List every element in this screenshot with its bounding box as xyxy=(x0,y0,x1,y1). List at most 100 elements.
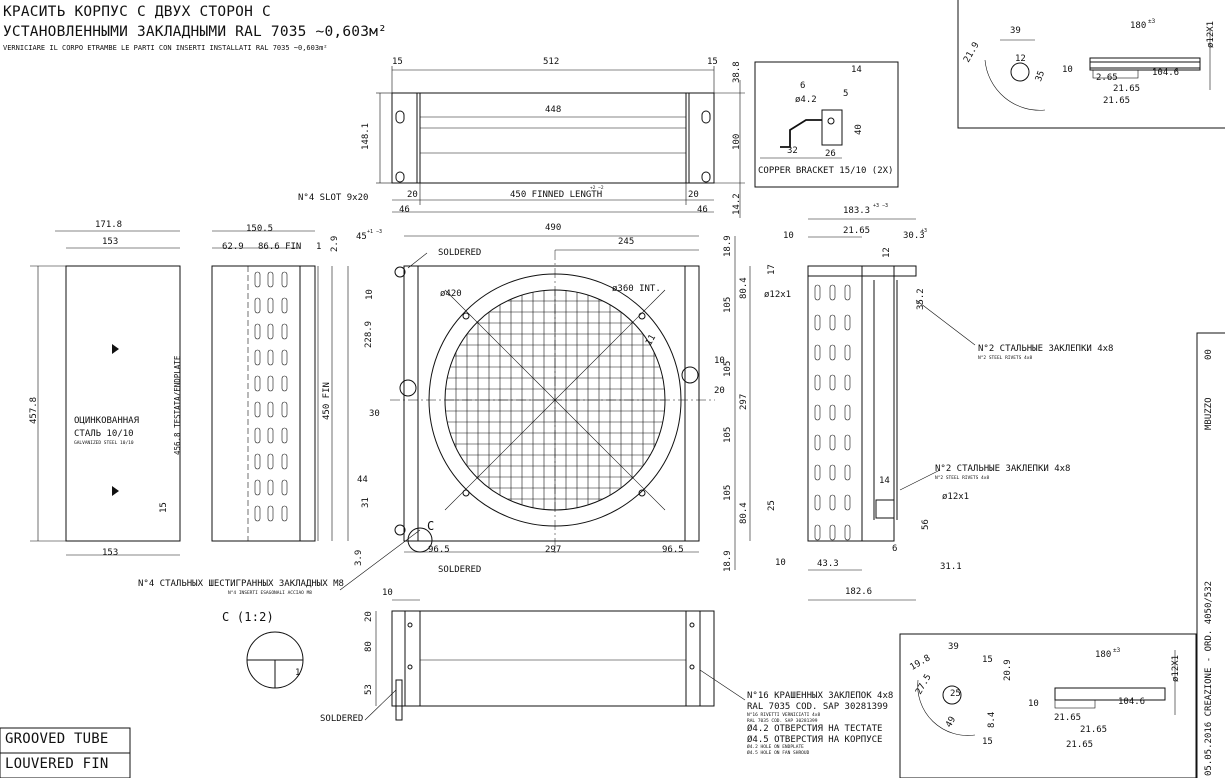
bv-rivets-it1: N°16 RIVETTI VERNICIATI 4x8 xyxy=(747,713,821,718)
louver-slot xyxy=(281,375,288,392)
louver-slot xyxy=(844,344,851,361)
bv-rivets-ru: N°16 КРАШЕННЫХ ЗАКЛЕПОК 4x8 xyxy=(747,691,894,701)
br-d15a: 15 xyxy=(982,655,993,665)
louver-slot xyxy=(814,434,821,451)
louver-slot xyxy=(254,297,261,314)
side-fin-view xyxy=(211,230,333,542)
br-d12x1: ø12X1 xyxy=(1171,654,1181,682)
sv-d150-5: 150.5 xyxy=(246,224,274,234)
legend-grooved-tube: GROOVED TUBE xyxy=(5,731,109,747)
rv-d12x1-bot: ø12x1 xyxy=(942,492,970,502)
br-d104-6: 104.6 xyxy=(1118,697,1146,707)
br-d180: 180 xyxy=(1095,650,1112,660)
bv-rivets-it2: RAL 7035 COD. SAP 30281399 xyxy=(747,719,818,724)
fv-d20r: 20 xyxy=(714,386,725,396)
rv-d30-3: 30.3 xyxy=(903,231,925,241)
tr-d1046: 104.6 xyxy=(1152,68,1180,78)
louver-slot xyxy=(844,374,851,391)
louver-slot xyxy=(254,323,261,340)
rv-rivets-top-ru: N°2 СТАЛЬНЫЕ ЗАКЛЕПКИ 4x8 xyxy=(978,344,1114,354)
rv-d25: 25 xyxy=(767,500,777,511)
louver-slot xyxy=(281,505,288,522)
bracket-d5: 5 xyxy=(843,89,849,99)
louver-slot xyxy=(267,453,274,470)
finned-length: 450 FINNED LENGTH xyxy=(510,190,603,200)
legend-box xyxy=(0,727,131,778)
rv-d183-tol: +3 −3 xyxy=(873,203,889,209)
louver-slot xyxy=(281,323,288,340)
sv-d456-8: 456.8 TESTATA/ENDPLATE xyxy=(173,355,182,455)
legend-louvered-fin: LOUVERED FIN xyxy=(5,756,109,772)
fv-d45-tol: +1 −3 xyxy=(367,229,383,235)
louver-slot xyxy=(844,494,851,511)
dim-15-right: 15 xyxy=(707,57,718,67)
louver-slot xyxy=(814,404,821,421)
fv-d105-c: 105 xyxy=(723,426,733,443)
top-view xyxy=(376,66,745,218)
lv-d457-8: 457.8 xyxy=(29,396,39,424)
br-d25: 25 xyxy=(950,689,961,699)
lv-d15: 15 xyxy=(159,502,169,513)
louver-slot xyxy=(829,314,836,331)
fv-d80-4-bot: 80.4 xyxy=(739,502,749,524)
louver-slot xyxy=(829,524,836,541)
louver-slot xyxy=(281,401,288,418)
fv-d18-9-bot: 18.9 xyxy=(723,550,733,572)
front-view xyxy=(317,235,751,591)
louver-slot xyxy=(829,494,836,511)
br-d21-65a: 21.65 xyxy=(1054,713,1082,723)
tr-d2165a: 21.65 xyxy=(1113,84,1141,94)
rv-rivets-bot-ru: N°2 СТАЛЬНЫЕ ЗАКЛЕПКИ 4x8 xyxy=(935,464,1071,474)
rv-d6: 6 xyxy=(892,544,898,554)
title-ru-line1: КРАСИТЬ КОРПУС С ДВУХ СТОРОН С xyxy=(3,4,271,20)
louver-slot xyxy=(254,401,261,418)
louver-slot xyxy=(267,323,274,340)
tr-d180: 180 xyxy=(1130,21,1147,31)
dim-148-1: 148.1 xyxy=(361,122,371,150)
tr-d10: 10 xyxy=(1062,65,1073,75)
louver-slot xyxy=(267,349,274,366)
rv-d10b: 10 xyxy=(775,558,786,568)
bv-d80: 80 xyxy=(364,641,374,652)
fv-d96-5a: 96.5 xyxy=(428,545,450,555)
sv-d86-6: 86.6 FIN xyxy=(258,242,302,252)
louver-slot xyxy=(829,434,836,451)
bv-d20: 20 xyxy=(364,611,374,622)
louver-slot xyxy=(281,349,288,366)
fv-soldered-bot: SOLDERED xyxy=(438,565,482,575)
louver-slot xyxy=(254,453,261,470)
fv-d490: 490 xyxy=(545,223,562,233)
sv-d62-9: 62.9 xyxy=(222,242,244,252)
fv-d228-9: 228.9 xyxy=(364,320,374,348)
bottom-view xyxy=(364,599,746,721)
title-block-rev: 00 xyxy=(1204,349,1214,360)
fv-inserts-ru: N°4 СТАЛЬНЫХ ШЕСТИГРАННЫХ ЗАКЛАДНЫХ М8 xyxy=(138,579,344,589)
bracket-d40: 40 xyxy=(854,124,864,135)
br-d8-4: 8.4 xyxy=(987,711,997,728)
rv-d56: 56 xyxy=(921,519,931,530)
louver-slot xyxy=(254,427,261,444)
tr-d12x1: ø12X1 xyxy=(1206,20,1216,48)
dim-14-2: 14.2 xyxy=(732,193,742,215)
tr-d180-tol: ±3 xyxy=(1148,18,1156,25)
br-d20-9: 20.9 xyxy=(1003,659,1013,681)
rv-d43-3: 43.3 xyxy=(817,559,839,569)
bv-holes1-en: Ø4.2 HOLE ON ENDPLATE xyxy=(747,745,804,750)
louver-slot xyxy=(267,505,274,522)
title-it-line: VERNICIARE IL CORPO ETRAMBE LE PARTI CON… xyxy=(3,44,328,52)
louver-slot xyxy=(254,505,261,522)
dim-38-8: 38.8 xyxy=(732,61,742,83)
bv-soldered: SOLDERED xyxy=(320,714,364,724)
louver-slot xyxy=(267,375,274,392)
louver-slot xyxy=(281,453,288,470)
lv-material-ru-1: ОЦИНКОВАННАЯ xyxy=(74,416,140,426)
dim-20-right: 20 xyxy=(688,190,699,200)
title-block-date-order: 05.05.2016 CREAZIONE - ORD. 4050/532 xyxy=(1204,580,1214,776)
title-ru-line2: УСТАНОВЛЕННЫМИ ЗАКЛАДНЫМИ RAL 7035 ~0,60… xyxy=(3,24,387,40)
louver-slot xyxy=(814,374,821,391)
louver-slot xyxy=(814,344,821,361)
louver-slot xyxy=(281,427,288,444)
fv-soldered-top: SOLDERED xyxy=(438,248,482,258)
slot-label: N°4 SLOT 9x20 xyxy=(298,193,369,203)
